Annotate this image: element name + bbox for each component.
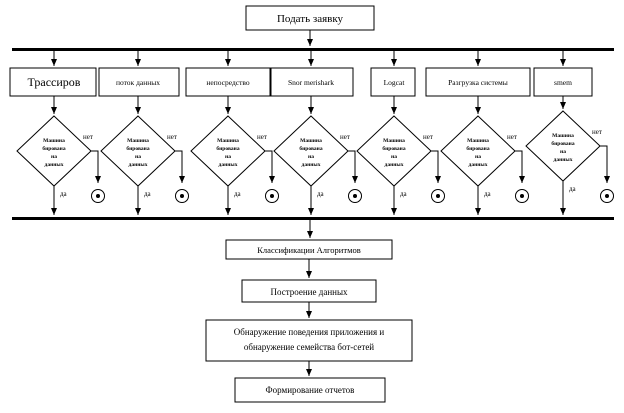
no-connector <box>91 150 101 183</box>
step-label-build-data: Построение данных <box>271 287 348 297</box>
step-label-detection-line1: Обнаружение поведения приложения и <box>234 327 385 337</box>
branch-box <box>425 67 531 97</box>
decision-text: Машина <box>552 133 574 139</box>
start-box <box>245 5 375 31</box>
start-label: Подать заявку <box>277 13 344 25</box>
end-terminal-dot <box>353 194 357 198</box>
end-terminal-dot <box>605 194 609 198</box>
decision-text: данных <box>45 162 64 168</box>
no-label: нет <box>507 133 517 141</box>
bottom-join-bar <box>12 217 614 220</box>
decision-text: Машина <box>467 138 489 144</box>
branch-box <box>9 67 97 97</box>
branch-box <box>370 67 416 97</box>
yes-label: да <box>484 190 492 198</box>
step-box-reports <box>234 377 386 403</box>
branch-label: Snor merishark <box>288 78 334 87</box>
no-label: нет <box>592 128 602 136</box>
yes-label: да <box>569 185 577 193</box>
step-label-classification: Классификации Алгоритмов <box>257 245 360 255</box>
yes-label: да <box>60 190 68 198</box>
decision-text: на <box>475 154 481 160</box>
branch-box <box>533 67 593 97</box>
decision-text: данных <box>219 162 238 168</box>
decision-text: бирована <box>466 145 489 152</box>
branch-label: непосредство <box>206 78 250 87</box>
no-connector <box>175 150 185 183</box>
decision-text: данных <box>129 162 148 168</box>
step-label-detection-line2: обнаружение семейства бот-сетей <box>244 342 374 352</box>
decision-text: Машина <box>217 138 239 144</box>
yes-label: да <box>400 190 408 198</box>
decision-text: бирована <box>42 145 65 152</box>
branch-label: Logcat <box>384 78 406 87</box>
end-terminal-dot <box>520 194 524 198</box>
end-terminal-dot <box>270 194 274 198</box>
end-terminal-dot <box>180 194 184 198</box>
top-split-bar <box>12 48 614 51</box>
no-label: нет <box>83 133 93 141</box>
decision-text: бирована <box>382 145 405 152</box>
branch-box <box>98 67 180 97</box>
decision-text: данных <box>469 162 488 168</box>
decision-text: на <box>51 154 57 160</box>
decision-text: Машина <box>300 138 322 144</box>
decision-text: Машина <box>127 138 149 144</box>
yes-label: да <box>144 190 152 198</box>
branch-label: поток данных <box>116 78 160 87</box>
branch-box <box>270 67 354 97</box>
step-label-reports: Формирование отчетов <box>266 385 355 395</box>
end-terminal-dot <box>436 194 440 198</box>
decision-text: бирована <box>551 140 574 147</box>
no-connector <box>515 150 525 183</box>
branches-group: ТрассировМашинабировананаданныхнетдапото… <box>9 51 614 215</box>
yes-label: да <box>234 190 242 198</box>
decision-text: на <box>391 154 397 160</box>
decision-text: на <box>560 149 566 155</box>
decision-text: данных <box>302 162 321 168</box>
yes-label: да <box>317 190 325 198</box>
branch-label: Разгрузка системы <box>448 78 508 87</box>
decision-text: бирована <box>126 145 149 152</box>
no-label: нет <box>423 133 433 141</box>
no-connector <box>348 150 358 183</box>
decision-text: данных <box>554 157 573 163</box>
branch-label: smem <box>554 78 572 87</box>
decision-text: Машина <box>43 138 65 144</box>
no-label: нет <box>340 133 350 141</box>
decision-text: данных <box>385 162 404 168</box>
no-connector <box>431 150 441 183</box>
decision-text: на <box>225 154 231 160</box>
decision-text: на <box>308 154 314 160</box>
decision-text: бирована <box>216 145 239 152</box>
branch-label: Трассиров <box>28 75 81 89</box>
decision-text: на <box>135 154 141 160</box>
no-label: нет <box>167 133 177 141</box>
no-connector <box>265 150 275 183</box>
no-connector <box>600 145 610 183</box>
end-terminal-dot <box>96 194 100 198</box>
no-label: нет <box>257 133 267 141</box>
decision-text: бирована <box>299 145 322 152</box>
decision-text: Машина <box>383 138 405 144</box>
